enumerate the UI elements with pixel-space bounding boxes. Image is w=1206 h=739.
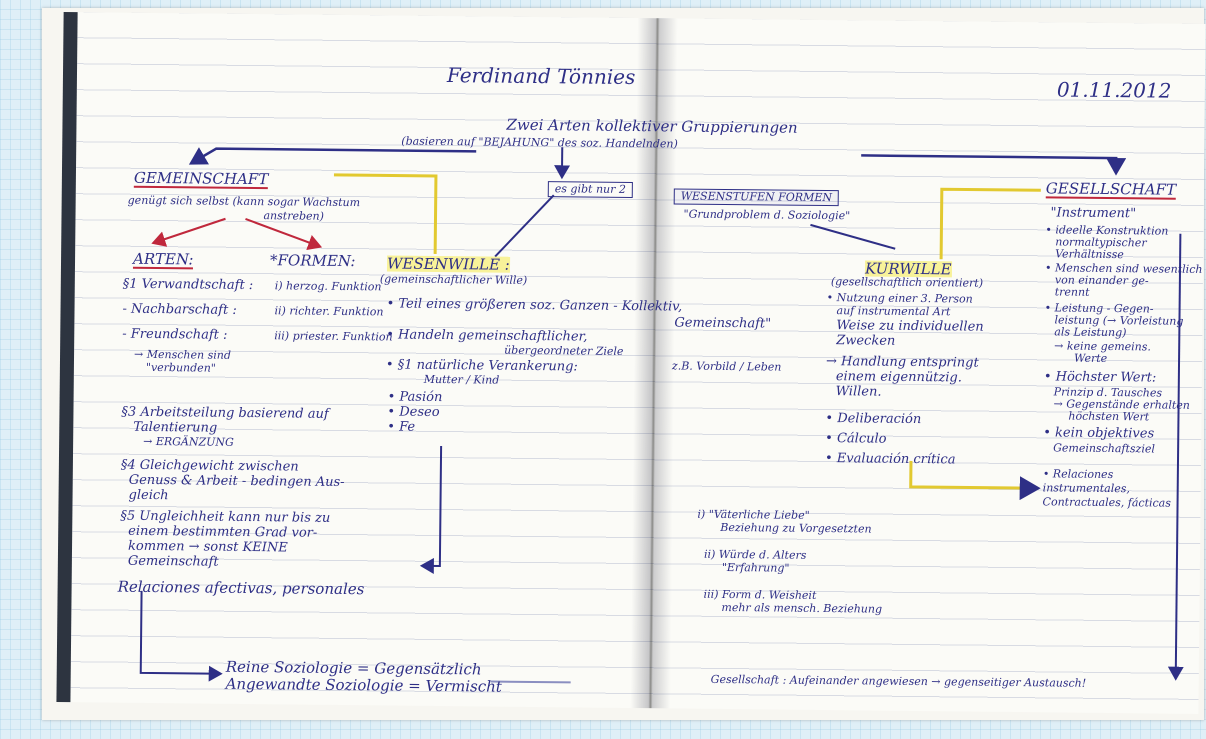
ges-l12: • Höchster Wert: xyxy=(1043,369,1157,386)
center-heading: Zwei Arten kollektiver Gruppierungen xyxy=(506,115,798,137)
ges-l6: trennt xyxy=(1054,285,1090,299)
kur-l4: Zwecken xyxy=(836,333,896,349)
arrow-left-top xyxy=(188,147,477,165)
notebook-spread: Ferdinand Tönnies 01.11.2012 Zwei Arten … xyxy=(56,12,1206,714)
center-box: es gibt nur 2 xyxy=(547,181,633,199)
wesen-item-3c: z.B. Vorbild / Leben xyxy=(671,359,782,374)
ges-instrument: "Instrument" xyxy=(1050,205,1137,222)
relaciones-afectivas: Relaciones afectivas, personales xyxy=(117,577,365,599)
gemeinschaft-desc-2: anstreben) xyxy=(263,209,324,223)
formen-row-2: ii) richter. Funktion xyxy=(274,304,384,319)
formen-row-1: i) herzog. Funktion xyxy=(274,279,382,294)
deseo: • Deseo xyxy=(387,404,440,420)
arrow-footer-mid xyxy=(490,680,571,684)
arrow-gem-formen xyxy=(245,218,323,251)
wesen-item-3b: Mutter / Kind xyxy=(423,372,500,387)
ges-l19: instrumentales, xyxy=(1042,481,1130,496)
kurwille-sub: (gesellschaftlich orientiert) xyxy=(830,275,984,290)
s4-line-3: gleich xyxy=(128,487,169,504)
wesen-item-3: • §1 natürliche Verankerung: xyxy=(385,357,578,375)
arten-heading: ARTEN: xyxy=(132,249,194,270)
ges-l15: höchsten Wert xyxy=(1068,409,1150,424)
arrow-wesen-down xyxy=(419,446,443,574)
ges-l11: Werte xyxy=(1074,351,1108,365)
evaluacion: • Evaluación crítica xyxy=(824,451,956,468)
formen-list-2: ii) Würde d. Alters xyxy=(703,547,807,562)
fe: • Fe xyxy=(387,419,416,435)
note-verbunden-2: "verbunden" xyxy=(145,360,216,375)
formen-row-3: iii) priester. Funktion xyxy=(274,329,393,344)
arrow-right-side xyxy=(1167,233,1184,681)
gesellschaft-title: GESELLSCHAFT xyxy=(1045,179,1177,200)
s5-line-4: Gemeinschaft xyxy=(127,553,219,570)
arrow-to-kurwille xyxy=(810,223,896,250)
formen-list-2b: "Erfahrung" xyxy=(721,560,790,575)
ges-l20: Contractuales, fácticas xyxy=(1042,495,1171,510)
formen-list-1: i) "Väterliche Liebe" xyxy=(697,507,810,522)
s3-line-2: Talentierung xyxy=(133,419,218,436)
footer-angewandte: Angewandte Soziologie = Vermischt xyxy=(225,674,502,696)
page-title: Ferdinand Tönnies xyxy=(446,63,636,90)
yellow-arrow-wesen xyxy=(333,173,438,254)
kur-l2: auf instrumental Art xyxy=(836,304,951,319)
gemeinschaft-desc: genügt sich selbst (kann sogar Wachstum xyxy=(127,193,361,210)
ges-l18: • Relaciones xyxy=(1042,467,1114,482)
formen-list-1b: Beziehung zu Vorgesetzten xyxy=(720,520,872,536)
wesen-item-2: • Handeln gemeinschaftlicher, xyxy=(386,327,588,345)
s3-line-3: → ERGÄNZUNG xyxy=(143,434,234,449)
formen-list-3: iii) Form d. Weisheit xyxy=(703,587,817,602)
arrow-to-wesenwille xyxy=(494,194,555,258)
kur-l3: Weise zu individuellen xyxy=(836,318,984,335)
wesen-item-2b: übergeordneter Ziele xyxy=(504,343,624,358)
ges-l16: • kein objektives xyxy=(1043,425,1155,442)
note-verbunden-1: → Menschen sind xyxy=(133,347,231,362)
wesen-item-1b: Gemeinschaft" xyxy=(674,315,772,332)
pasion: • Pasión xyxy=(387,389,443,406)
arrow-footer-left xyxy=(139,590,223,682)
arrow-right-top xyxy=(861,154,1127,176)
arten-row-2: - Nachbarschaft : xyxy=(122,301,237,318)
wesenwille-title: WESENWILLE : xyxy=(386,254,510,274)
formen-list-3b: mehr als mensch. Beziehung xyxy=(721,600,883,616)
gemeinschaft-title: GEMEINSCHAFT xyxy=(133,168,269,190)
ges-l17: Gemeinschaftsziel xyxy=(1053,441,1155,456)
kur-l6: einem eigennützig. xyxy=(835,369,962,386)
yellow-arrow-bottom xyxy=(909,460,1041,501)
center-note: "Grundproblem d. Soziologie" xyxy=(683,207,851,223)
ges-l3: Verhältnisse xyxy=(1055,247,1124,262)
arrow-gem-arten xyxy=(151,217,226,247)
arten-row-3: - Freundschaft : xyxy=(122,326,228,343)
arten-row-1: §1 Verwandtschaft : xyxy=(122,276,254,294)
formen-heading: *FORMEN: xyxy=(269,251,356,271)
date: 01.11.2012 xyxy=(1056,77,1172,103)
yellow-arrow-kur xyxy=(939,187,1041,260)
ges-l9: als Leistung) xyxy=(1054,325,1127,340)
wesenwille-sub: (gemeinschaftlicher Wille) xyxy=(379,272,528,287)
kur-l7: Willen. xyxy=(835,384,882,400)
arrows-layer xyxy=(139,147,1184,684)
calculo: • Cálculo xyxy=(825,431,887,447)
middle-box: WESENSTUFEN FORMEN xyxy=(673,188,840,207)
deliberacion: • Deliberación xyxy=(825,411,922,428)
